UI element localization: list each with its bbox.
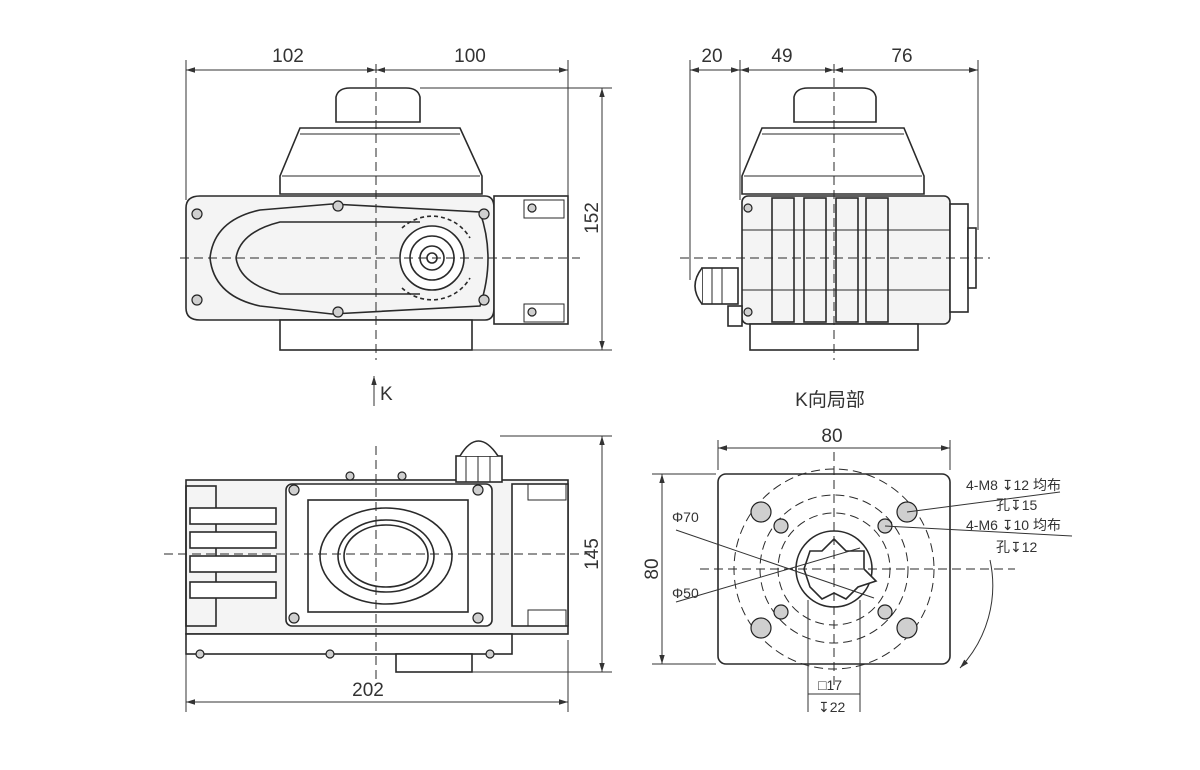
pcd-large-label: Φ70 <box>672 509 699 525</box>
flange-view <box>652 440 1073 712</box>
view-arrow-label: K <box>380 384 393 405</box>
drive-depth-label: ↧22 <box>818 699 846 715</box>
pcd-small-label: Φ50 <box>672 585 699 601</box>
dim-side-mid: 49 <box>771 46 792 67</box>
dim-front-right: 100 <box>454 46 486 67</box>
dim-flange-height: 80 <box>642 558 663 579</box>
bolt-spec-m8-line2: 孔↧15 <box>996 497 1038 513</box>
side-view <box>680 60 990 360</box>
dim-side-cable: 20 <box>701 46 722 67</box>
dim-side-right: 76 <box>891 46 912 67</box>
bolt-spec-m8-line1: 4-M8 ↧12 均布 <box>966 477 1061 493</box>
dim-front-height: 152 <box>582 202 603 234</box>
dim-bottom-width: 202 <box>352 680 384 701</box>
dim-bottom-height: 145 <box>582 538 603 570</box>
dim-front-left: 102 <box>272 46 304 67</box>
bolt-spec-m6-line1: 4-M6 ↧10 均布 <box>966 517 1061 533</box>
bottom-view <box>164 435 612 712</box>
dim-flange-width: 80 <box>821 426 842 447</box>
square-drive-label: □17 <box>818 677 842 693</box>
front-view <box>180 60 612 406</box>
flange-view-title: K向局部 <box>795 389 865 411</box>
bolt-spec-m6-line2: 孔↧12 <box>996 539 1038 555</box>
